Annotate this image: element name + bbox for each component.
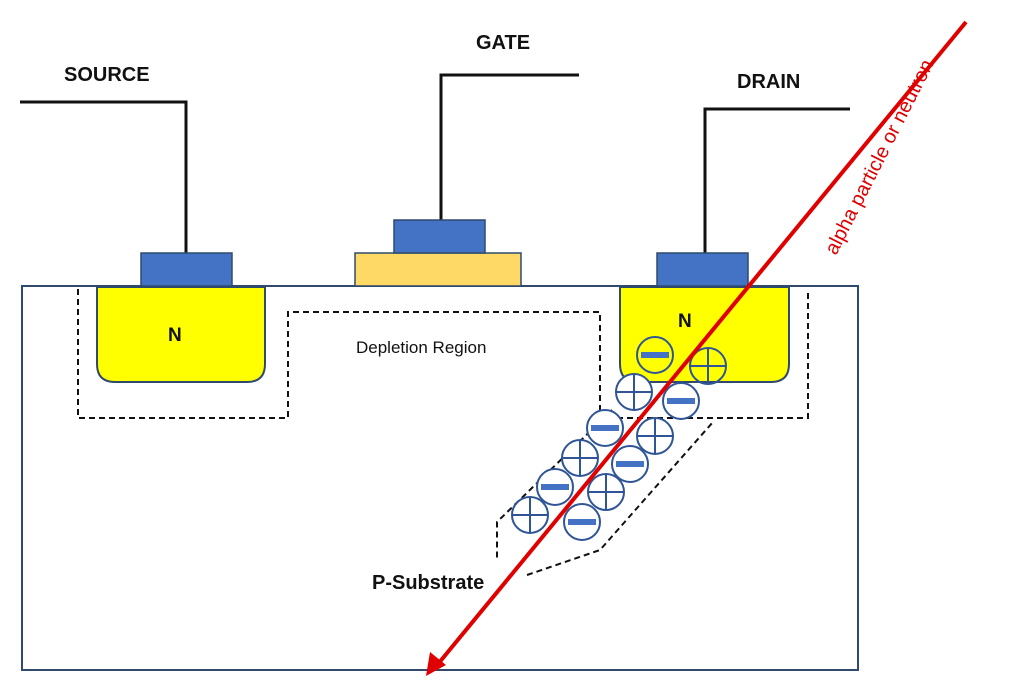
drain-label: DRAIN <box>737 71 800 93</box>
hole-charge <box>615 373 653 411</box>
particle-label: alpha particle or neutron <box>821 56 939 258</box>
electron-charge <box>636 336 674 374</box>
source-n-region <box>96 286 266 383</box>
hole-charge <box>689 347 727 385</box>
source-contact <box>140 252 233 287</box>
electron-charge <box>611 445 649 483</box>
drain-n-label: N <box>678 311 692 332</box>
charge-carriers <box>511 336 727 541</box>
particle-track <box>436 20 968 666</box>
depletion-region-label: Depletion Region <box>356 338 486 357</box>
hole-charge <box>636 417 674 455</box>
hole-charge <box>587 473 625 511</box>
drain-wire <box>703 107 850 253</box>
drain-n-region <box>619 286 790 383</box>
gate-contact <box>393 219 486 254</box>
electron-charge <box>662 382 700 420</box>
gate-wire <box>439 73 579 220</box>
p-substrate-label: P-Substrate <box>372 572 484 594</box>
electron-charge <box>586 409 624 447</box>
hole-charge <box>511 496 549 534</box>
drain-contact <box>656 252 749 287</box>
source-label: SOURCE <box>64 64 150 86</box>
gate-oxide <box>354 252 522 287</box>
electron-charge <box>563 503 601 541</box>
particle-arrowhead <box>426 652 446 676</box>
depletion-region-outline <box>77 289 809 419</box>
source-wire <box>20 100 188 253</box>
gate-label: GATE <box>476 32 530 54</box>
source-n-label: N <box>168 325 182 346</box>
electron-charge <box>536 468 574 506</box>
hole-charge <box>561 439 599 477</box>
